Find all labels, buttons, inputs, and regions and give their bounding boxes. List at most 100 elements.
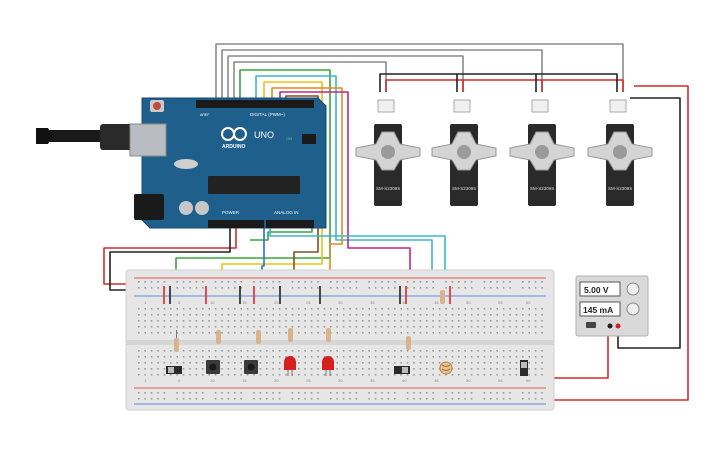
breadboard-hole[interactable] (522, 332, 524, 334)
breadboard-hole[interactable] (163, 356, 166, 358)
breadboard-hole[interactable] (509, 398, 511, 400)
breadboard-hole[interactable] (157, 320, 159, 322)
breadboard-hole[interactable] (342, 374, 345, 376)
breadboard-hole[interactable] (445, 287, 447, 289)
breadboard-hole[interactable] (202, 326, 204, 328)
breadboard-hole[interactable] (317, 392, 319, 394)
breadboard-hole[interactable] (432, 368, 434, 370)
breadboard-hole[interactable] (208, 320, 210, 322)
breadboard-hole[interactable] (515, 314, 518, 316)
breadboard-hole[interactable] (470, 374, 473, 376)
breadboard-hole[interactable] (534, 332, 537, 334)
breadboard-hole[interactable] (426, 320, 428, 322)
breadboard-hole[interactable] (432, 398, 434, 400)
breadboard-hole[interactable] (368, 350, 370, 352)
breadboard-hole[interactable] (189, 332, 191, 334)
breadboard-hole[interactable] (272, 368, 274, 370)
breadboard-hole[interactable] (208, 314, 210, 316)
breadboard-hole[interactable] (182, 356, 185, 358)
breadboard-hole[interactable] (522, 392, 524, 394)
breadboard-hole[interactable] (458, 362, 460, 364)
breadboard-hole[interactable] (310, 314, 313, 316)
breadboard-hole[interactable] (246, 314, 249, 316)
breadboard-hole[interactable] (413, 308, 415, 310)
breadboard-hole[interactable] (189, 392, 191, 394)
breadboard-hole[interactable] (496, 356, 498, 358)
breadboard-hole[interactable] (355, 281, 358, 283)
breadboard-hole[interactable] (419, 332, 422, 334)
breadboard-hole[interactable] (406, 320, 409, 322)
breadboard-hole[interactable] (509, 314, 511, 316)
breadboard-hole[interactable] (170, 356, 172, 358)
breadboard-hole[interactable] (163, 350, 166, 352)
breadboard-hole[interactable] (528, 332, 530, 334)
breadboard-hole[interactable] (253, 356, 255, 358)
breadboard-hole[interactable] (189, 308, 191, 310)
breadboard-hole[interactable] (515, 326, 518, 328)
breadboard-hole[interactable] (464, 356, 466, 358)
breadboard-hole[interactable] (477, 320, 479, 322)
breadboard-hole[interactable] (490, 332, 492, 334)
breadboard-hole[interactable] (214, 314, 217, 316)
breadboard-hole[interactable] (150, 326, 153, 328)
breadboard-hole[interactable] (458, 326, 460, 328)
breadboard-hole[interactable] (304, 332, 306, 334)
breadboard-hole[interactable] (362, 368, 364, 370)
breadboard-hole[interactable] (266, 356, 268, 358)
breadboard-hole[interactable] (189, 281, 191, 283)
breadboard-hole[interactable] (138, 368, 140, 370)
breadboard-hole[interactable] (541, 356, 543, 358)
breadboard-hole[interactable] (336, 398, 338, 400)
breadboard-hole[interactable] (368, 362, 370, 364)
breadboard-hole[interactable] (522, 308, 524, 310)
breadboard-hole[interactable] (157, 362, 159, 364)
breadboard-hole[interactable] (528, 320, 530, 322)
breadboard-hole[interactable] (330, 374, 332, 376)
breadboard-hole[interactable] (451, 374, 454, 376)
breadboard-hole[interactable] (374, 374, 377, 376)
breadboard-hole[interactable] (490, 281, 492, 283)
breadboard-hole[interactable] (496, 326, 498, 328)
breadboard-hole[interactable] (342, 392, 345, 394)
breadboard-hole[interactable] (266, 392, 268, 394)
breadboard-hole[interactable] (221, 398, 223, 400)
resistor[interactable] (440, 290, 445, 304)
breadboard-hole[interactable] (285, 314, 287, 316)
breadboard-hole[interactable] (413, 314, 415, 316)
breadboard-hole[interactable] (368, 281, 370, 283)
breadboard-hole[interactable] (272, 281, 274, 283)
breadboard-hole[interactable] (304, 308, 306, 310)
breadboard-hole[interactable] (451, 287, 454, 289)
breadboard-hole[interactable] (496, 398, 498, 400)
breadboard-hole[interactable] (336, 356, 338, 358)
breadboard-hole[interactable] (406, 356, 409, 358)
breadboard-hole[interactable] (182, 308, 185, 310)
breadboard-hole[interactable] (528, 374, 530, 376)
wire-cyan-1[interactable] (255, 75, 433, 300)
breadboard-hole[interactable] (182, 332, 185, 334)
breadboard-hole[interactable] (278, 320, 281, 322)
breadboard-hole[interactable] (541, 320, 543, 322)
breadboard-hole[interactable] (246, 320, 249, 322)
breadboard-hole[interactable] (509, 287, 511, 289)
breadboard-hole[interactable] (182, 281, 185, 283)
breadboard-hole[interactable] (355, 287, 358, 289)
breadboard-hole[interactable] (266, 350, 268, 352)
breadboard-hole[interactable] (470, 332, 473, 334)
breadboard-hole[interactable] (483, 350, 486, 352)
breadboard-hole[interactable] (362, 356, 364, 358)
breadboard-hole[interactable] (400, 326, 402, 328)
breadboard-hole[interactable] (419, 392, 422, 394)
breadboard-hole[interactable] (464, 350, 466, 352)
breadboard-hole[interactable] (176, 392, 178, 394)
breadboard-hole[interactable] (144, 320, 146, 322)
breadboard-hole[interactable] (323, 350, 326, 352)
breadboard-hole[interactable] (266, 362, 268, 364)
breadboard-hole[interactable] (253, 308, 255, 310)
breadboard-hole[interactable] (528, 314, 530, 316)
breadboard-hole[interactable] (502, 362, 505, 364)
slide-switch-3[interactable] (520, 360, 528, 376)
breadboard-hole[interactable] (464, 314, 466, 316)
breadboard-hole[interactable] (157, 374, 159, 376)
breadboard-hole[interactable] (509, 281, 511, 283)
